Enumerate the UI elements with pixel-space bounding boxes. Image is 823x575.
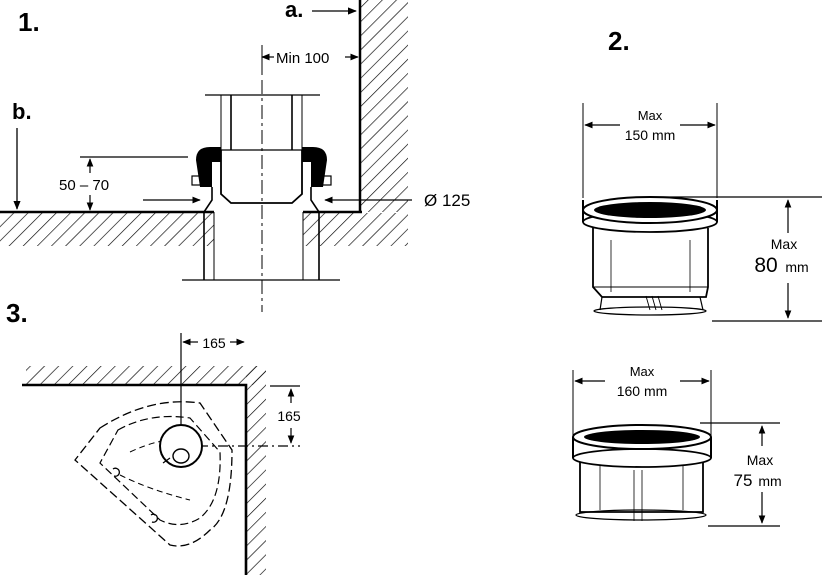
step-2-label: 2. [608, 26, 630, 56]
collar-body [592, 228, 709, 298]
diameter-label: Ø 125 [424, 191, 470, 210]
step-3-label: 3. [6, 298, 28, 328]
socket-body [220, 150, 303, 204]
collar-slot [657, 295, 663, 311]
label-a: a. [285, 0, 303, 22]
collar-lower: Max 160 mm Max 75 mm [572, 364, 782, 527]
panel-1: 1. a. b. Min 100 [0, 0, 470, 312]
panel-2: 2. Max 150 mm [572, 26, 822, 527]
upper-height-value: 80 [754, 254, 777, 277]
collar-body [579, 458, 704, 513]
outlet-wall [310, 187, 320, 280]
seal-right [302, 147, 327, 187]
lower-height-value: 75 [734, 471, 753, 490]
panel-3: 3. 165 165 [6, 298, 301, 575]
lower-width-value: 160 mm [617, 383, 668, 399]
collar-upper: Max 150 mm Max 80 mm [582, 103, 822, 322]
wall-hatch [360, 0, 408, 212]
dim-vertical-label: 165 [277, 408, 301, 424]
outlet-circle [159, 424, 203, 468]
upper-width-value: 150 mm [625, 127, 676, 143]
toilet-inner-lines [119, 439, 191, 501]
collar-taper [699, 296, 704, 311]
outlet-inner-line [162, 457, 171, 464]
outlet-inner [172, 448, 190, 464]
lower-height-max: Max [747, 452, 773, 468]
lower-max-word: Max [630, 364, 655, 379]
seal-tab [320, 175, 332, 186]
collar-opening [584, 430, 700, 444]
collar-slot [651, 295, 657, 311]
collar-taper [599, 296, 603, 311]
step-1-label: 1. [18, 7, 40, 37]
collar-base [593, 306, 707, 316]
floor-hatch-left [0, 213, 214, 246]
toilet-bowl-outline [99, 415, 221, 526]
upper-max-word: Max [638, 108, 663, 123]
height-50-70-label: 50 – 70 [59, 177, 109, 194]
collar-base [575, 509, 707, 521]
corner-wall-face [22, 383, 248, 575]
collar-slot [645, 295, 651, 311]
collar-rim-bottom [572, 448, 712, 468]
seal-left [196, 147, 221, 187]
min-100-label: Min 100 [276, 50, 329, 67]
upper-height-max: Max [771, 236, 797, 252]
lower-height-unit: mm [758, 473, 781, 489]
dim-horizontal-label: 165 [202, 335, 226, 351]
seal-tab [191, 175, 203, 186]
wall-hatch-top [26, 366, 266, 385]
outlet-wall [203, 187, 213, 280]
label-b: b. [12, 99, 32, 124]
collar-opening [594, 202, 706, 218]
floor-hatch-right [303, 213, 408, 246]
wall-hatch-right [246, 366, 266, 575]
bolt-hole-icon [150, 513, 158, 523]
bolt-hole-icon [112, 467, 120, 477]
upper-height-unit: mm [785, 259, 808, 275]
toilet-outline [74, 401, 233, 547]
